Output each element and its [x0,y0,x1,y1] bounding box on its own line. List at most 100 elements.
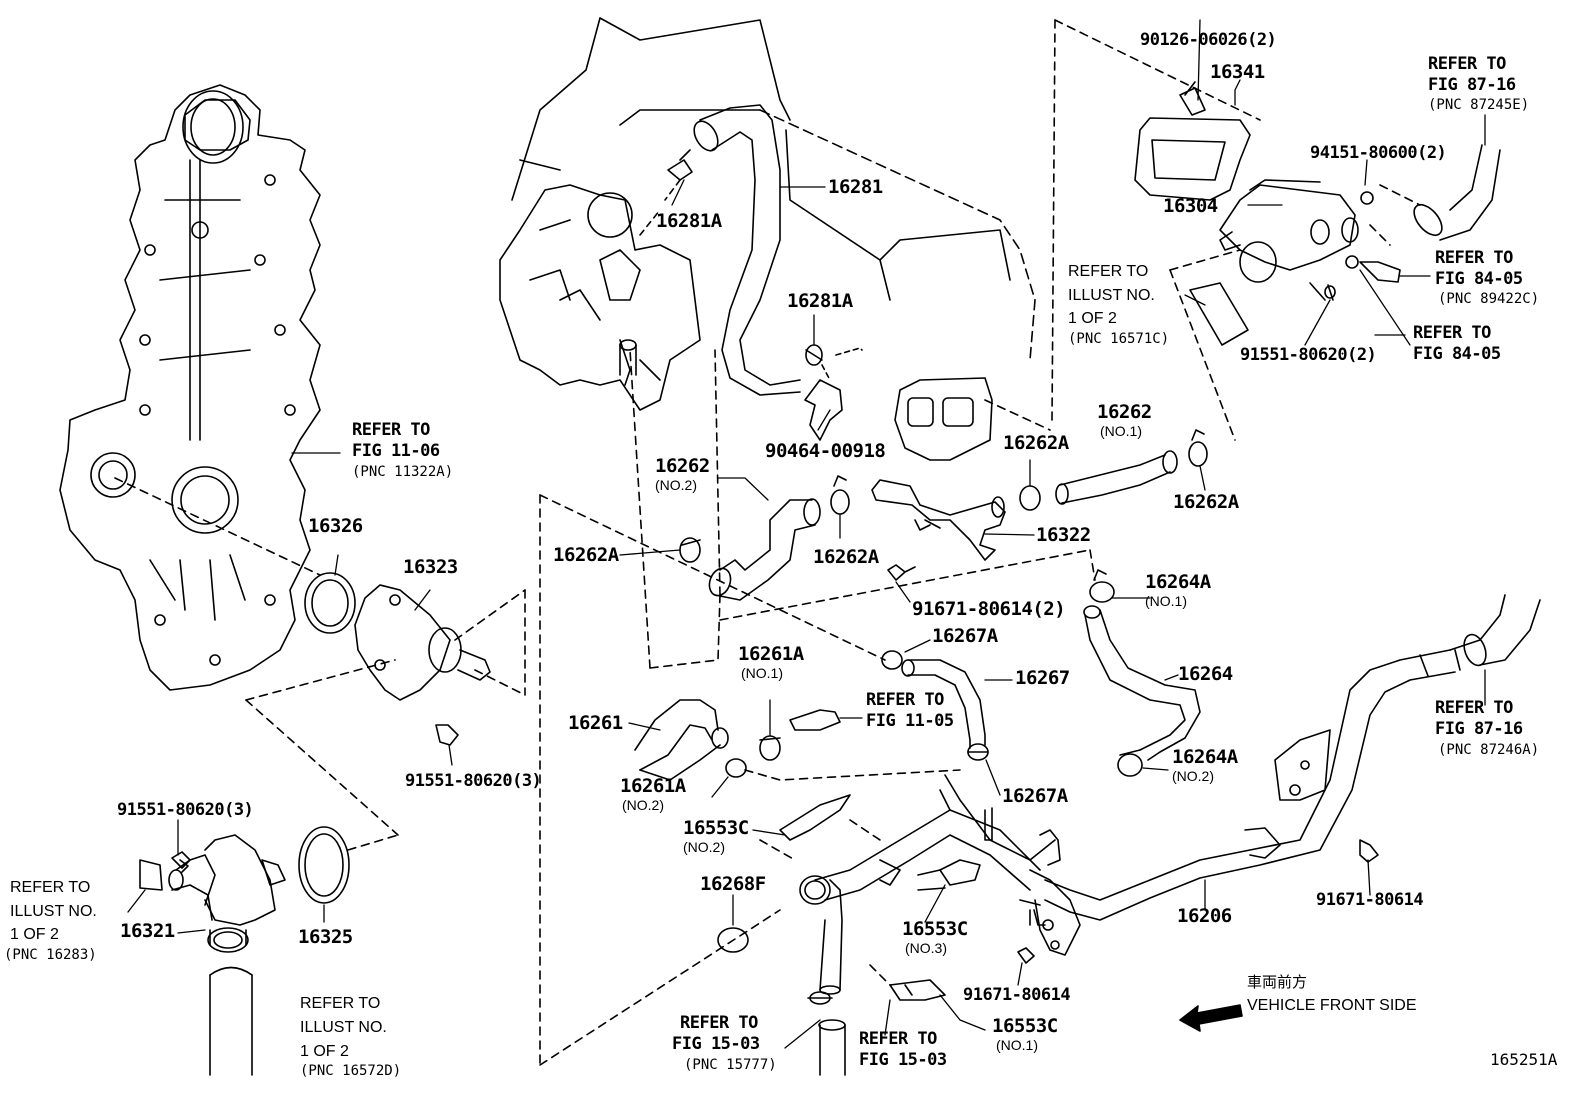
part-sub-16262-no2: (NO.2) [655,477,697,493]
ref-illust-16572-l2[interactable]: ILLUST NO. [300,1019,387,1036]
hose-stub-87245E [1413,144,1501,241]
part-label-16322[interactable]: 16322 [1036,524,1091,546]
part-label-91551-80620-3-right[interactable]: 91551-80620(3) [405,771,542,791]
part-label-16262A-mid[interactable]: 16262A [813,546,879,568]
part-sub-16262-no1: (NO.1) [1100,423,1142,439]
part-label-91551-80620-2[interactable]: 91551-80620(2) [1240,345,1377,365]
part-sub-16261A-no1: (NO.1) [741,665,783,681]
ref-illust-16283-l2[interactable]: ILLUST NO. [10,903,97,920]
ref-15-03-left-l2[interactable]: FIG 15-03 [672,1034,760,1054]
part-label-16262A-upper[interactable]: 16262A [1003,432,1069,454]
vehicle-front-arrow [1179,1004,1243,1032]
ref-11-06-pnc: (PNC 11322A) [352,464,454,480]
part-label-16325[interactable]: 16325 [298,926,353,948]
part-label-16264[interactable]: 16264 [1178,663,1233,685]
ref-illust-16283-l3: 1 OF 2 [10,926,59,943]
ref-84-05-lower-l2[interactable]: FIG 84-05 [1413,344,1501,364]
part-label-16267[interactable]: 16267 [1015,667,1070,689]
ref-87-16-top-l2[interactable]: FIG 87-16 [1428,75,1516,95]
direction-label-en: VEHICLE FRONT SIDE [1247,997,1417,1014]
engine-front-detail [499,184,701,411]
ref-illust-16572-l3: 1 OF 2 [300,1043,349,1060]
ref-87-16-top-pnc: (PNC 87245E) [1428,97,1530,113]
part-label-90126-06026[interactable]: 90126-06026(2) [1140,30,1277,50]
part-label-16264A-no2[interactable]: 16264A [1172,746,1238,768]
part-label-94151-80600[interactable]: 94151-80600(2) [1310,143,1447,163]
hose-16261 [539,349,1096,1066]
hose-16264 [1083,569,1201,777]
part-label-16262-no1[interactable]: 16262 [1097,401,1152,423]
part-sub-16264A-no1: (NO.1) [1145,593,1187,609]
part-sub-16553C-no1: (NO.1) [996,1037,1038,1053]
ref-illust-16571-l3: 1 OF 2 [1068,310,1117,327]
ref-15-03-left-pnc: (PNC 15777) [684,1057,777,1073]
water-outlet-16321 [139,826,399,1076]
ref-87-16-lower-pnc: (PNC 87246A) [1438,742,1540,758]
part-label-91671-80614-center[interactable]: 91671-80614 [963,985,1071,1005]
ref-15-03-left-l1: REFER TO [680,1013,758,1033]
water-inlet-16323 [245,572,526,836]
part-sub-16553C-no3: (NO.3) [905,940,947,956]
ref-87-16-lower-l2[interactable]: FIG 87-16 [1435,719,1523,739]
part-label-16321[interactable]: 16321 [120,920,175,942]
ref-11-06-l1: REFER TO [352,420,430,440]
part-label-16262-no2[interactable]: 16262 [655,455,710,477]
ref-illust-16572-pnc: (PNC 16572D) [300,1063,402,1079]
ref-15-03-right-l2[interactable]: FIG 15-03 [859,1050,947,1070]
pipe-16206 [1044,594,1541,921]
part-label-16553C-no2[interactable]: 16553C [683,817,749,839]
part-label-16553C-no1[interactable]: 16553C [992,1015,1058,1037]
part-label-16264A-no1[interactable]: 16264A [1145,571,1211,593]
part-label-16262A-right[interactable]: 16262A [1173,491,1239,513]
leader-lines [127,19,1486,1049]
ref-11-05-l1: REFER TO [866,690,944,710]
part-label-90464-00918[interactable]: 90464-00918 [765,440,886,462]
engine-block-outline [511,17,1036,361]
bolts [171,81,1379,964]
ref-illust-16571-pnc: (PNC 16571C) [1068,331,1170,347]
pipe-16322 [871,377,1051,561]
part-label-16261A-no1[interactable]: 16261A [738,643,804,665]
part-label-16281A-lower[interactable]: 16281A [787,290,853,312]
part-label-91551-80620-3-left[interactable]: 91551-80620(3) [117,800,254,820]
part-label-16267A-upper[interactable]: 16267A [932,625,998,647]
part-sub-16264A-no2: (NO.2) [1172,768,1214,784]
part-label-16206[interactable]: 16206 [1177,905,1232,927]
hose-16267 [881,650,989,761]
part-label-16268F[interactable]: 16268F [700,873,766,895]
part-label-16323[interactable]: 16323 [403,556,458,578]
hose-16262-no2 [679,475,850,601]
part-label-16341[interactable]: 16341 [1210,61,1265,83]
part-label-16326[interactable]: 16326 [308,515,363,537]
ref-87-16-lower-l1: REFER TO [1435,698,1513,718]
part-sub-16261A-no2: (NO.2) [622,797,664,813]
ref-84-05-upper-l2[interactable]: FIG 84-05 [1435,269,1523,289]
part-label-16261[interactable]: 16261 [568,712,623,734]
part-label-16267A-lower[interactable]: 16267A [1002,785,1068,807]
ref-84-05-upper-l1: REFER TO [1435,248,1513,268]
ref-11-05-l2[interactable]: FIG 11-05 [866,711,954,731]
clamp-16281A-lower [804,344,863,441]
part-label-16281[interactable]: 16281 [828,176,883,198]
lower-pipe-assembly [539,774,1081,1076]
part-label-16304[interactable]: 16304 [1163,195,1218,217]
part-label-91671-80614-2[interactable]: 91671-80614(2) [912,598,1066,620]
part-label-16553C-no3[interactable]: 16553C [902,918,968,940]
hose-16262-no1 [1019,429,1208,511]
part-label-16262A-left[interactable]: 16262A [553,544,619,566]
ref-illust-16572-l1: REFER TO [300,995,381,1012]
ref-illust-16571-l2[interactable]: ILLUST NO. [1068,287,1155,304]
ref-84-05-upper-pnc: (PNC 89422C) [1438,291,1540,307]
part-label-16281A-upper[interactable]: 16281A [656,210,722,232]
ref-84-05-lower-l1: REFER TO [1413,323,1491,343]
ref-15-03-right-l1: REFER TO [859,1029,937,1049]
ref-illust-16571-l1: REFER TO [1068,263,1149,280]
ref-illust-16283-l1: REFER TO [10,879,91,896]
part-label-16261A-no2[interactable]: 16261A [620,775,686,797]
part-label-91671-80614-right[interactable]: 91671-80614 [1316,890,1424,910]
timing-chain-cover [59,84,321,691]
ref-11-06-l2[interactable]: FIG 11-06 [352,441,440,461]
ref-87-16-top-l1: REFER TO [1428,54,1506,74]
diagram-id: 165251A [1490,1050,1558,1069]
